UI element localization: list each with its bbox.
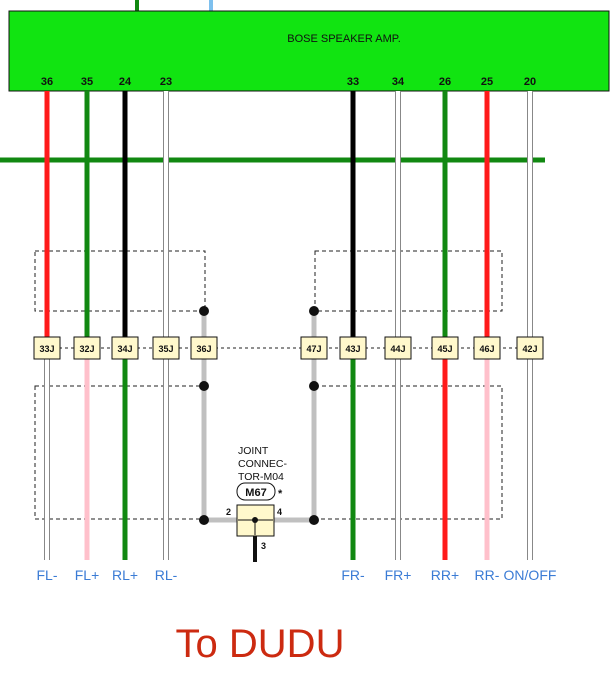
connector-label-36J: 36J xyxy=(196,344,211,354)
signal-label-8: ON/OFF xyxy=(504,567,557,583)
connector-45J xyxy=(431,336,459,360)
signal-label-1: FL+ xyxy=(75,567,100,583)
connector-label-45J: 45J xyxy=(437,344,452,354)
amp-pin-23: 23 xyxy=(160,76,172,88)
connector-32J xyxy=(73,336,101,360)
connector-label-47J: 47J xyxy=(306,344,321,354)
joint-pin-2: 2 xyxy=(226,507,231,517)
shield-lower-right xyxy=(314,385,503,520)
joint-code: M67 xyxy=(245,487,266,499)
amp-pin-34: 34 xyxy=(392,76,405,88)
connector-43J xyxy=(339,336,367,360)
joint-pin-3: 3 xyxy=(261,541,266,551)
connector-35J xyxy=(152,336,180,360)
connector-42J xyxy=(516,336,544,360)
connector-47J xyxy=(300,336,328,360)
joint-connector: JOINT CONNEC- TOR-M04 M67 * 2 4 3 xyxy=(226,445,288,551)
amp-pin-24: 24 xyxy=(119,76,132,88)
amp-pin-35: 35 xyxy=(81,76,93,88)
signal-label-0: FL- xyxy=(37,567,58,583)
signal-label-6: RR+ xyxy=(431,567,459,583)
joint-center-dot xyxy=(252,517,258,523)
connector-44J xyxy=(384,336,412,360)
joint-label-line2: CONNEC- xyxy=(238,458,288,470)
joint-code-badge xyxy=(236,482,276,501)
signal-label-3: RL- xyxy=(155,567,178,583)
signal-label-5: FR+ xyxy=(385,567,412,583)
connector-36J xyxy=(190,336,218,360)
amp-pin-20: 20 xyxy=(524,76,536,88)
footer-to-dudu: To DUDU xyxy=(176,622,345,666)
amp-pin-36: 36 xyxy=(41,76,53,88)
amplifier-title: BOSE SPEAKER AMP. xyxy=(287,33,401,45)
splice-dot-right-mid xyxy=(309,381,319,391)
splice-dot-left-mid xyxy=(199,381,209,391)
amp-pin-26: 26 xyxy=(439,76,451,88)
splice-dot-left-top xyxy=(199,306,209,316)
shield-upper-right xyxy=(314,250,503,312)
connector-33J xyxy=(33,336,61,360)
connector-label-35J: 35J xyxy=(158,344,173,354)
joint-asterisk: * xyxy=(278,488,283,500)
connector-label-44J: 44J xyxy=(390,344,405,354)
connector-label-34J: 34J xyxy=(117,344,132,354)
connector-label-32J: 32J xyxy=(79,344,94,354)
signal-label-4: FR- xyxy=(341,567,365,583)
signal-label-2: RL+ xyxy=(112,567,138,583)
splice-dot-left-bottom xyxy=(199,515,209,525)
connector-label-33J: 33J xyxy=(39,344,54,354)
connector-46J xyxy=(473,336,501,360)
joint-pin-4: 4 xyxy=(277,507,282,517)
splice-dot-right-bottom xyxy=(309,515,319,525)
amp-pin-33: 33 xyxy=(347,76,359,88)
connector-label-42J: 42J xyxy=(522,344,537,354)
joint-label-line1: JOINT xyxy=(238,445,269,457)
inline-connectors: 33J 32J 34J 35J 36J 47J 43J 44J 45J 46J 42J xyxy=(33,336,544,360)
amplifier-pin-numbers: 36 35 24 23 33 34 26 25 20 xyxy=(41,76,536,88)
amp-pin-25: 25 xyxy=(481,76,493,88)
signal-labels: FL- FL+ RL+ RL- FR- FR+ RR+ RR-ON/OFF xyxy=(37,567,557,583)
shield-lower-left xyxy=(34,385,206,520)
connector-34J xyxy=(111,336,139,360)
signal-wires xyxy=(44,91,533,560)
connector-label-46J: 46J xyxy=(479,344,494,354)
shield-upper-left xyxy=(34,250,206,312)
splice-dot-right-top xyxy=(309,306,319,316)
connector-label-43J: 43J xyxy=(345,344,360,354)
amplifier-box xyxy=(8,10,610,92)
joint-label-line3: TOR-M04 xyxy=(238,471,284,483)
signal-label-7: RR- xyxy=(475,567,500,583)
